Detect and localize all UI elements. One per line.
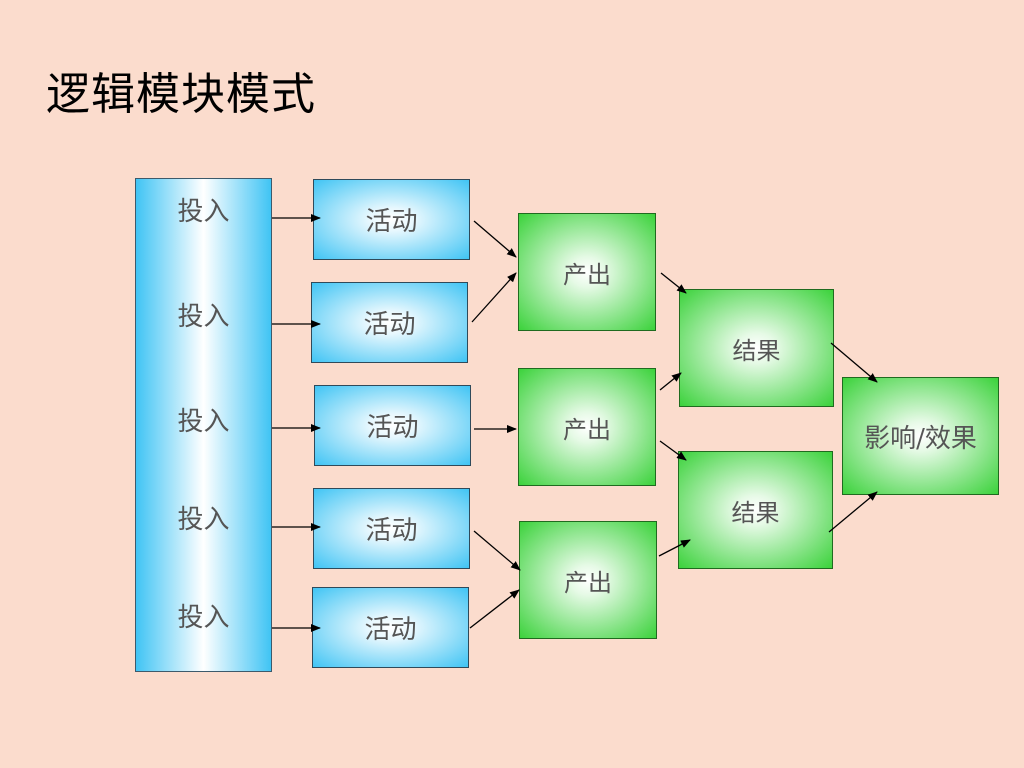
arrow-output-outcome — [658, 539, 691, 557]
arrow-outcome-impact — [830, 342, 878, 383]
activity-box: 活动 — [311, 282, 468, 363]
arrow-activity-output — [473, 220, 517, 258]
input-label: 投入 — [177, 197, 230, 227]
slide-title: 逻辑模块模式 — [46, 69, 316, 120]
arrow-activity-output — [473, 530, 521, 571]
activity-box: 活动 — [313, 179, 470, 260]
activity-box: 活动 — [312, 587, 469, 668]
activity-box: 活动 — [314, 385, 471, 466]
arrow-activity-output — [471, 272, 517, 323]
arrow-output-outcome — [659, 372, 682, 391]
outcome-box: 结果 — [679, 289, 834, 407]
arrow-outcome-impact — [828, 491, 878, 533]
activity-box: 活动 — [313, 488, 470, 569]
inputs-column: 投入 投入 投入 投入 投入 — [135, 178, 272, 672]
output-box: 产出 — [518, 213, 656, 331]
outcome-box: 结果 — [678, 451, 833, 569]
input-label: 投入 — [177, 302, 230, 332]
input-label: 投入 — [177, 407, 230, 437]
output-box: 产出 — [518, 368, 656, 486]
output-box: 产出 — [519, 521, 657, 639]
arrow-output-outcome — [660, 272, 687, 294]
input-label: 投入 — [177, 505, 230, 535]
input-label: 投入 — [177, 603, 230, 633]
impact-box: 影响/效果 — [842, 377, 999, 495]
arrow-activity-output — [469, 589, 520, 629]
arrow-output-outcome — [659, 440, 687, 461]
